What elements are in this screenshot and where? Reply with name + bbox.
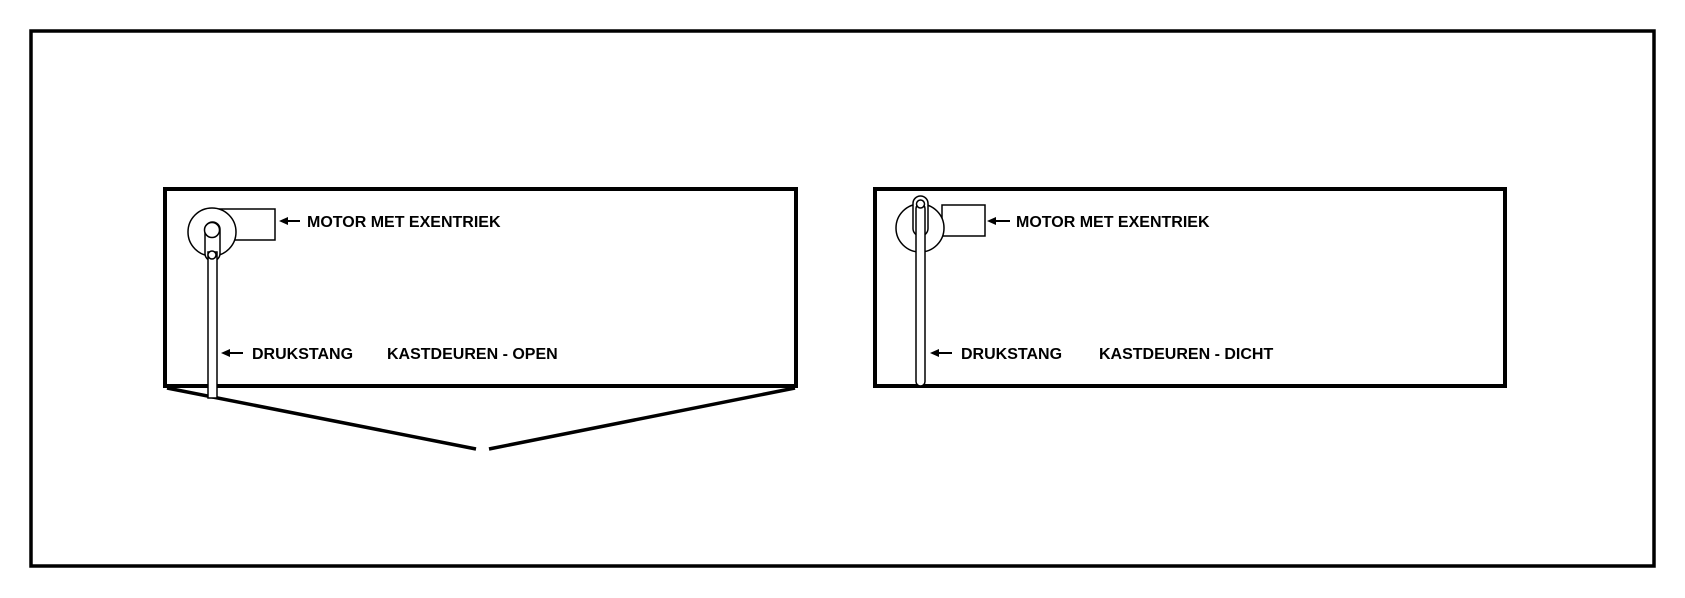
- rod-label: DRUKSTANG: [961, 346, 1062, 363]
- arrow-icon: [221, 349, 243, 357]
- diagram-closed: MOTOR MET EXENTRIEK DRUKSTANG KASTDEUREN…: [873, 187, 1507, 388]
- left-door: [166, 386, 477, 451]
- motor-icon: [895, 195, 986, 387]
- arrow-icon: [987, 217, 1010, 225]
- arrow-icon: [279, 217, 300, 225]
- right-door: [488, 386, 796, 451]
- diagram-open: MOTOR MET EXENTRIEK DRUKSTANG KASTDEUREN…: [163, 187, 798, 451]
- motor-label: MOTOR MET EXENTRIEK: [307, 214, 501, 231]
- motor-icon: [187, 207, 276, 399]
- state-label: KASTDEUREN - OPEN: [387, 346, 558, 363]
- cabinet-box: [873, 187, 1507, 388]
- arrow-icon: [930, 349, 952, 357]
- motor-label: MOTOR MET EXENTRIEK: [1016, 214, 1210, 231]
- rod-label: DRUKSTANG: [252, 346, 353, 363]
- state-label: KASTDEUREN - DICHT: [1099, 346, 1273, 363]
- cabinet-box: [163, 187, 798, 388]
- outer-frame: [29, 29, 1656, 568]
